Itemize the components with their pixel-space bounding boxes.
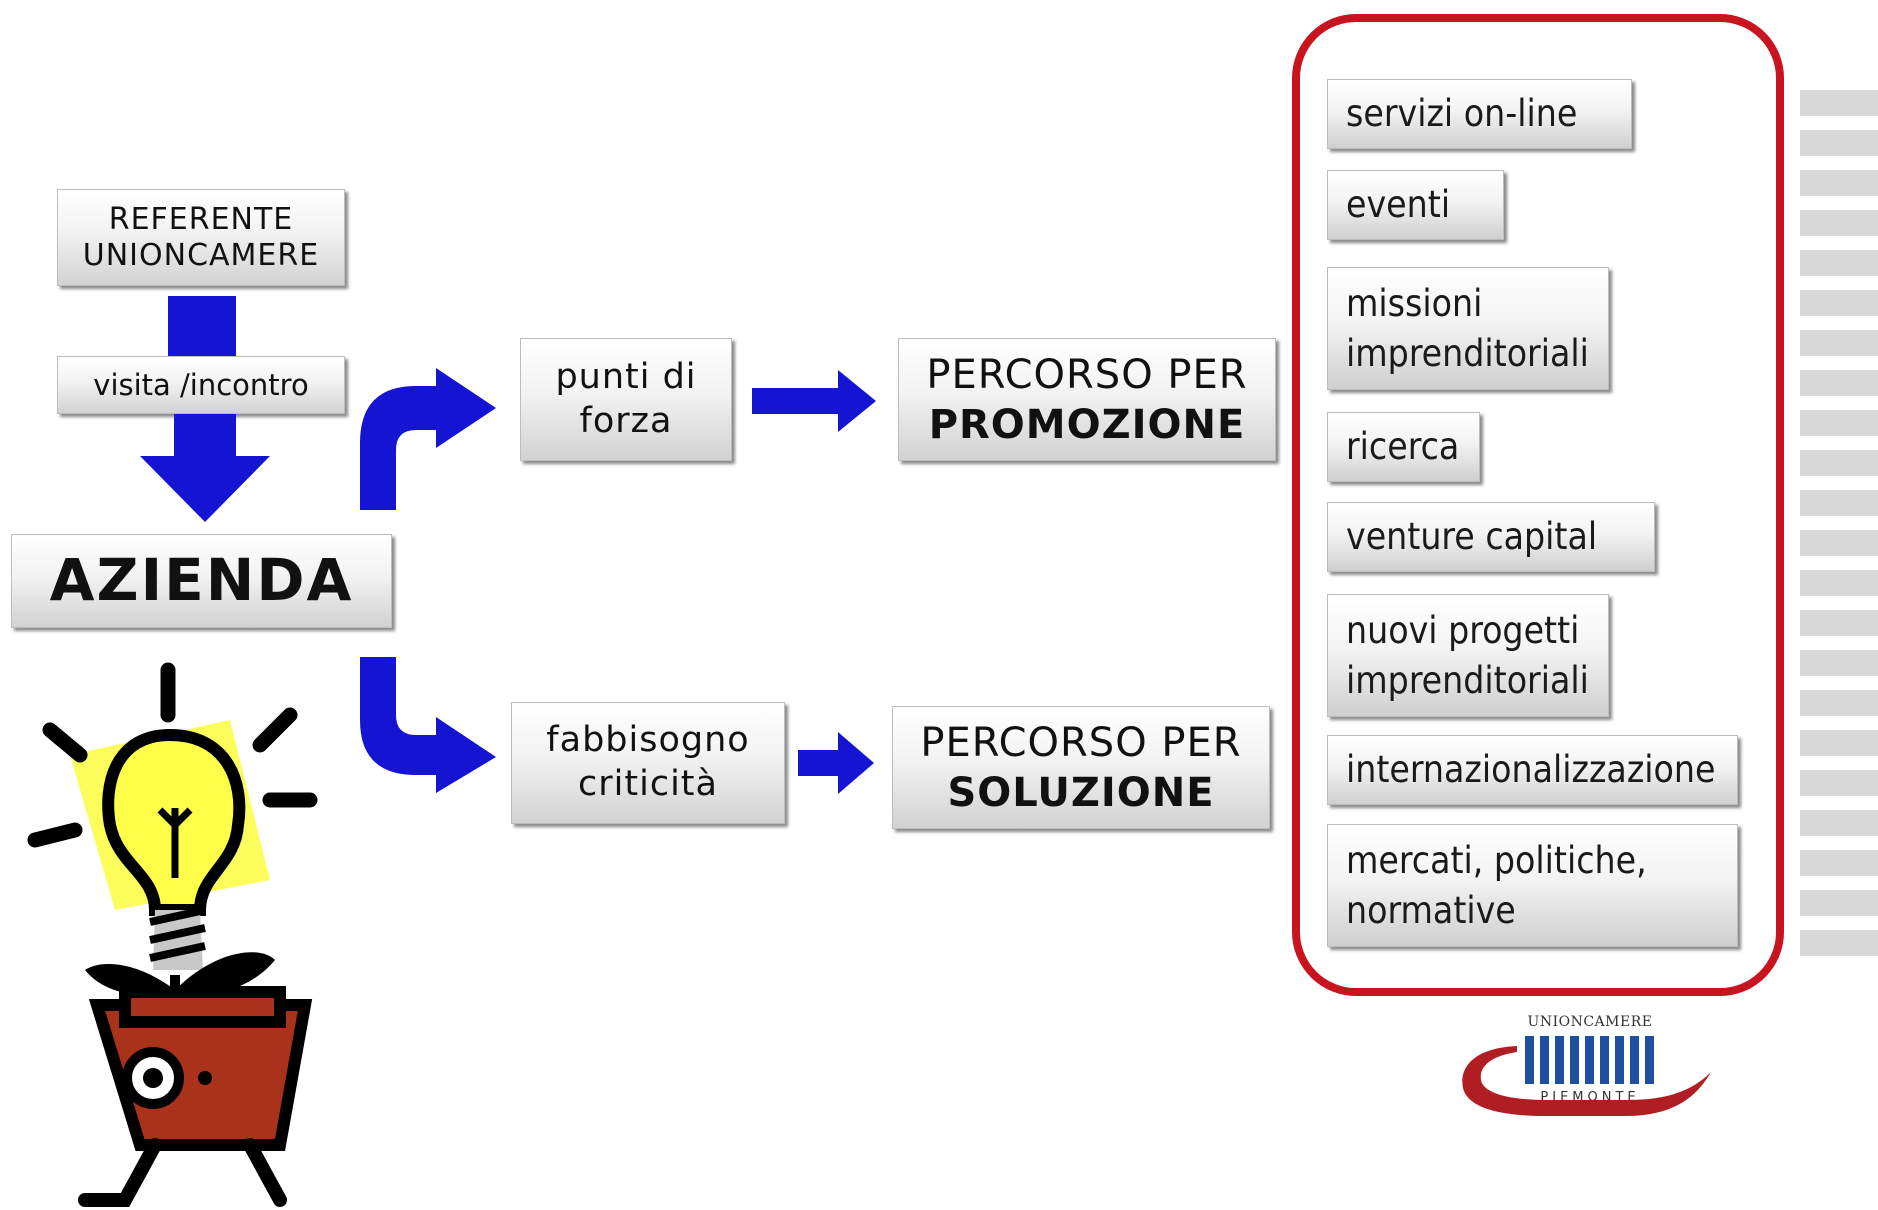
service-item: missioni imprenditoriali bbox=[1327, 267, 1609, 390]
service-item: internazionalizzazione bbox=[1327, 735, 1738, 805]
logo-columns-icon bbox=[1525, 1036, 1654, 1084]
curved-arrow-up-icon bbox=[360, 368, 496, 510]
referente-line2: UNIONCAMERE bbox=[82, 237, 320, 273]
fabbisogno-line2: criticità bbox=[578, 764, 718, 804]
connector-bar bbox=[168, 296, 236, 356]
service-item: nuovi progetti imprenditoriali bbox=[1327, 594, 1609, 717]
service-item: ricerca bbox=[1327, 412, 1480, 482]
visita-incontro-box: visita /incontro bbox=[57, 356, 345, 414]
fabbisogno-line1: fabbisogno bbox=[546, 720, 750, 761]
referente-unioncamere-box: REFERENTE UNIONCAMERE bbox=[57, 189, 345, 286]
percorso-promozione-box: PERCORSO PER PROMOZIONE bbox=[898, 338, 1276, 461]
azienda-box: AZIENDA bbox=[11, 534, 392, 628]
service-item: servizi on-line bbox=[1327, 79, 1632, 149]
soluzione-line1: PERCORSO PER bbox=[920, 719, 1242, 766]
logo-swoosh-icon bbox=[1462, 1046, 1711, 1116]
service-item: venture capital bbox=[1327, 502, 1655, 572]
punti-di-forza-box: punti di forza bbox=[520, 338, 732, 461]
right-arrow-soluzione-icon bbox=[798, 732, 874, 794]
unioncamere-piemonte-logo: UNIONCAMERE PIEMONTE bbox=[1455, 1010, 1715, 1122]
punti-line1: punti di bbox=[555, 356, 697, 397]
services-frame bbox=[1292, 14, 1784, 996]
percorso-soluzione-box: PERCORSO PER SOLUZIONE bbox=[892, 706, 1270, 829]
right-arrow-promozione-icon bbox=[752, 370, 876, 432]
decorative-stripes bbox=[1800, 90, 1878, 960]
service-item: mercati, politiche, normative bbox=[1327, 824, 1738, 947]
curved-arrow-down-icon bbox=[360, 657, 496, 793]
referente-line1: REFERENTE bbox=[108, 201, 294, 237]
logo-top-text: UNIONCAMERE bbox=[1527, 1014, 1653, 1030]
punti-line2: forza bbox=[579, 400, 673, 441]
lightbulb-mascot-icon bbox=[27, 662, 318, 1207]
down-arrow-icon bbox=[140, 414, 270, 522]
service-item: eventi bbox=[1327, 170, 1504, 240]
soluzione-line2: SOLUZIONE bbox=[947, 769, 1215, 816]
visita-label: visita /incontro bbox=[93, 367, 309, 402]
promozione-line1: PERCORSO PER bbox=[926, 351, 1248, 398]
fabbisogno-criticita-box: fabbisogno criticità bbox=[511, 702, 785, 824]
promozione-line2: PROMOZIONE bbox=[928, 401, 1246, 448]
azienda-label: AZIENDA bbox=[49, 546, 354, 615]
